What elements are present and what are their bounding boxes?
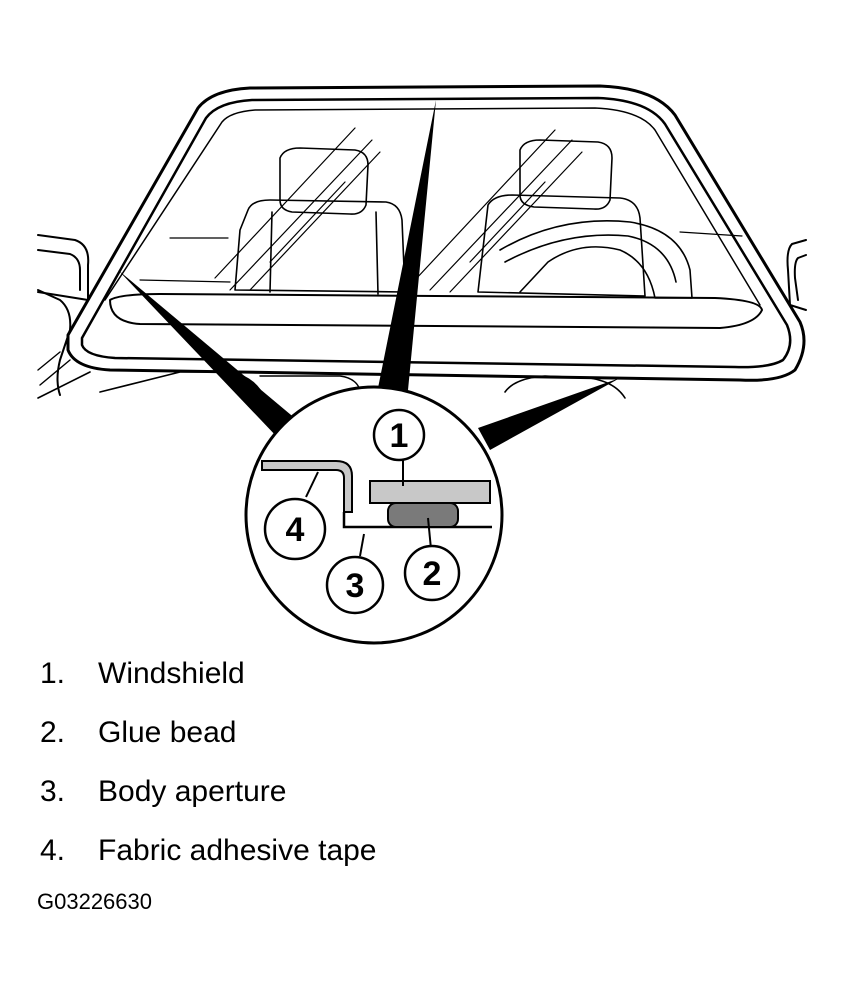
right-seat xyxy=(477,139,693,299)
legend-number: 4. xyxy=(40,834,66,867)
figure-id: G03226630 xyxy=(37,889,152,914)
dashboard xyxy=(109,293,763,329)
glass-reflection xyxy=(214,127,583,293)
windshield-inner-frame xyxy=(80,96,792,369)
legend-label: Glue bead xyxy=(98,716,237,749)
legend-label: Body aperture xyxy=(98,775,287,808)
legend-label: Fabric adhesive tape xyxy=(98,834,377,867)
legend-number: 3. xyxy=(40,775,66,808)
left-seat xyxy=(234,147,406,295)
legend-label: Windshield xyxy=(98,657,245,690)
legend-number: 1. xyxy=(40,657,66,690)
glue-bead xyxy=(387,502,459,528)
windshield-glass xyxy=(369,480,491,504)
svg-text:4: 4 xyxy=(286,511,305,549)
detail-circle: 1 2 3 4 xyxy=(244,385,504,645)
interior-line xyxy=(139,231,743,283)
callout-4: 4 xyxy=(263,497,327,561)
right-pillar xyxy=(786,239,807,311)
windshield-outer-frame xyxy=(66,84,806,382)
svg-text:3: 3 xyxy=(346,567,365,605)
windshield-diagram: 1 2 3 4 xyxy=(37,84,807,645)
legend-number: 2. xyxy=(40,716,66,749)
callout-3: 3 xyxy=(325,555,385,615)
svg-text:1: 1 xyxy=(390,417,409,455)
callout-1: 1 xyxy=(372,408,426,462)
pointer-wedges xyxy=(118,100,620,450)
svg-text:2: 2 xyxy=(423,555,442,593)
callout-2: 2 xyxy=(403,544,461,602)
glass-edge xyxy=(104,107,761,306)
